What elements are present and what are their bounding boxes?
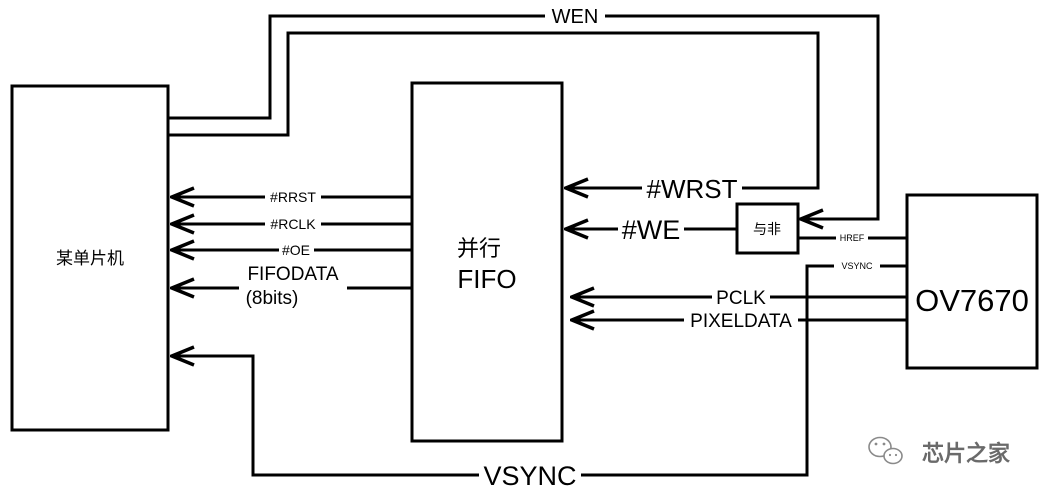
- rclk-label-bg: [265, 217, 321, 232]
- rrst-label: #RRST: [270, 189, 316, 205]
- pixeldata-label: PIXELDATA: [690, 311, 792, 332]
- oe-label: #OE: [282, 242, 310, 258]
- fifo-label-line1: 并行: [457, 236, 501, 261]
- vsync-label: VSYNC: [483, 461, 576, 491]
- href-label-bg: [836, 232, 868, 244]
- camera-vsync-label: VSYNC: [841, 261, 873, 271]
- wen-label: WEN: [552, 6, 599, 28]
- watermark-text: 芯片之家: [922, 441, 1011, 466]
- pixeldata-label-bg: [684, 310, 798, 331]
- vsync-label-bg: [479, 462, 581, 489]
- signal-labels: WEN #WRST #WE HREF VSYNC PCLK PIXELDATA …: [239, 6, 880, 491]
- fifo-label-line2: FIFO: [457, 264, 516, 294]
- we-label: #WE: [622, 215, 681, 245]
- pclk-label: PCLK: [716, 288, 766, 309]
- camera-label: OV7670: [915, 283, 1029, 318]
- mcu-block: 某单片机: [10, 84, 170, 432]
- fifodata-width-label: (8bits): [246, 288, 299, 309]
- href-label: HREF: [840, 233, 865, 243]
- camera-block: OV7670: [905, 193, 1039, 370]
- mcu-box: [10, 84, 170, 432]
- fifo-block: 并行 FIFO: [410, 81, 564, 443]
- wen-label-bg: [545, 6, 605, 28]
- nand-gate-block: 与非: [735, 202, 800, 255]
- nand-gate-label: 与非: [753, 221, 781, 237]
- rclk-label: #RCLK: [270, 216, 316, 232]
- wechat-icon: [868, 436, 903, 465]
- fifo-box: [410, 81, 564, 443]
- wrst-label-bg: [642, 176, 742, 203]
- we-label-bg: [618, 216, 684, 243]
- wrst-wire: [168, 31, 820, 188]
- nand-gate-box: [735, 202, 800, 255]
- fifodata-label: FIFODATA: [247, 264, 338, 285]
- wrst-label: #WRST: [647, 174, 738, 204]
- camera-vsync-label-bg: [834, 260, 880, 272]
- rrst-label-bg: [265, 190, 321, 205]
- mcu-label: 某单片机: [56, 249, 124, 268]
- oe-label-bg: [279, 243, 314, 258]
- pclk-label-bg: [712, 287, 770, 308]
- fifodata-label-bg: [239, 262, 347, 309]
- watermark: 芯片之家: [868, 436, 1011, 466]
- camera-box: [905, 193, 1039, 370]
